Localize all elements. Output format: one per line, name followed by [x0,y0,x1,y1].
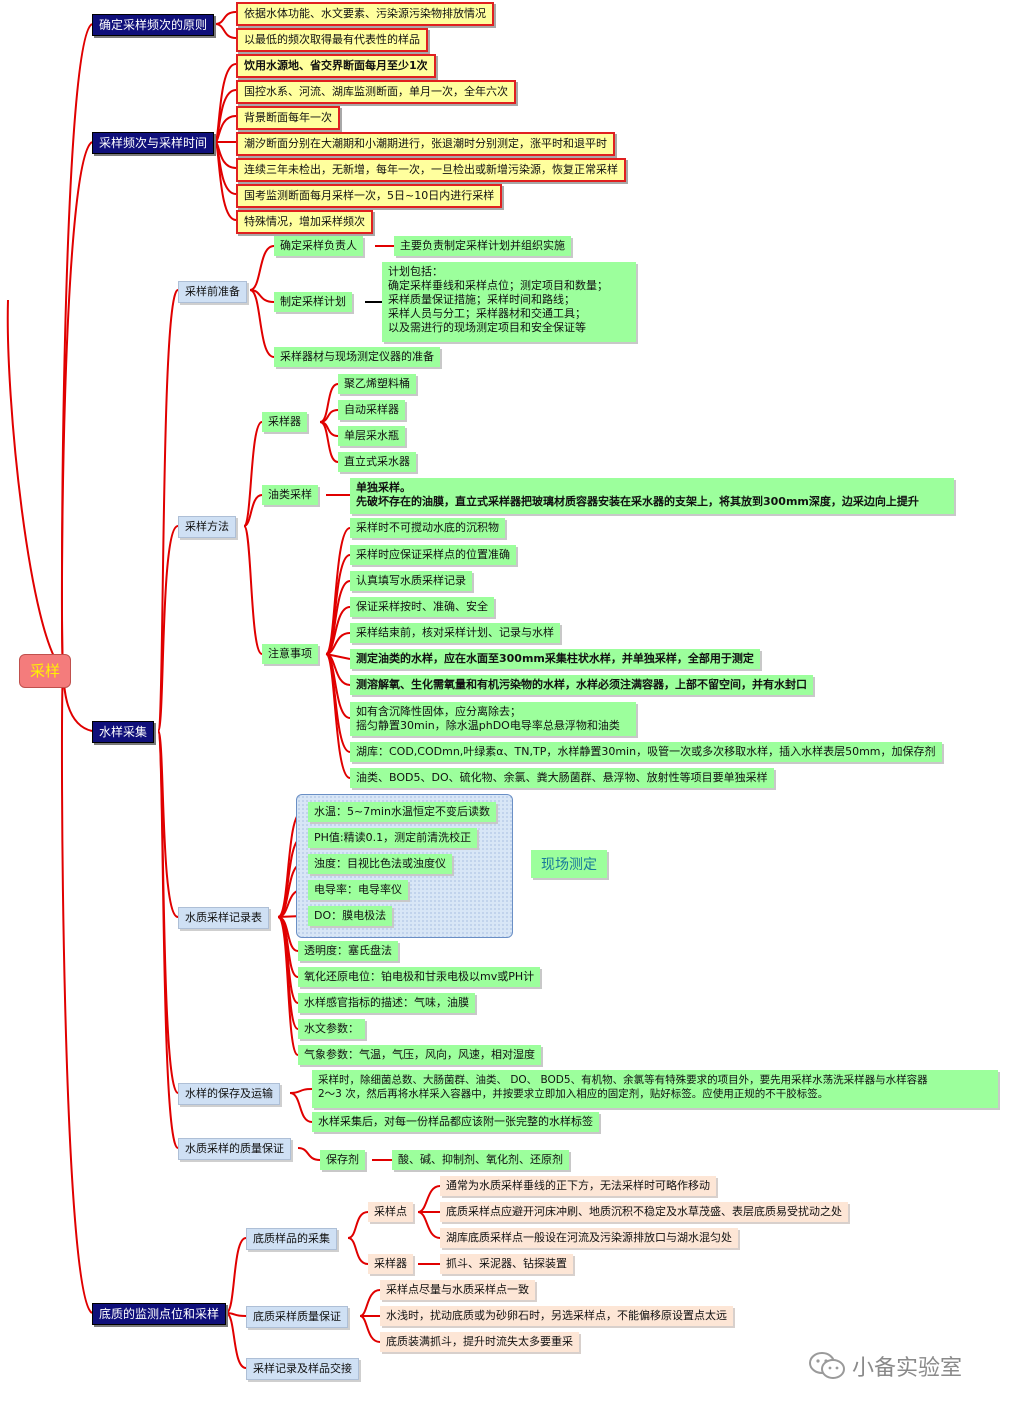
sediment-qa-item-2[interactable]: 水浅时，扰动底质或为砂卵石时，另选采样点，不能偏移原设置点太远 [380,1306,733,1326]
b2-item-3[interactable]: 背景断面每年一次 [236,106,340,130]
field-item-4[interactable]: 电导率：电导率仪 [308,880,408,900]
preservative-node[interactable]: 保存剂 [320,1150,365,1170]
prep-plan-desc[interactable]: 计划包括： 确定采样垂线和采样点位；测定项目和数量； 采样质量保证措施；采样时间… [382,262,636,342]
prep-equipment[interactable]: 采样器材与现场测定仪器的准备 [274,347,440,367]
watermark-text: 小备实验室 [852,1356,963,1381]
method-oil-desc[interactable]: 单独采样。 先破坏存在的油膜，直立式采样器把玻璃材质容器安装在采水器的支架上，将… [350,478,954,514]
storage-node[interactable]: 水样的保存及运输 [178,1083,280,1105]
sediment-tool-desc[interactable]: 抓斗、采泥器、钻探装置 [440,1254,573,1274]
storage-item-1[interactable]: 采样时，除细菌总数、大肠菌群、油类、 DO、 BOD5、有机物、余氯等有特殊要求… [312,1070,998,1108]
b2-item-2[interactable]: 国控水系、河流、湖库监测断面，单月一次，全年六次 [236,80,516,104]
prep-person[interactable]: 确定采样负责人 [274,236,363,256]
note-item-5[interactable]: 采样结束前，核对采样计划、记录与水样 [350,623,560,643]
prep-plan[interactable]: 制定采样计划 [274,292,352,312]
note-item-7[interactable]: 测溶解氧、生化需氧量和有机污染物的水样，水样必须注满容器，上部不留空间，并有水封… [350,675,813,695]
branch-frequency-and-time[interactable]: 采样频次与采样时间 [92,132,215,154]
sampler-item-3[interactable]: 单层采水瓶 [338,426,405,446]
record-item-2[interactable]: 氧化还原电位：铂电极和甘汞电极以mv或PH计 [298,967,541,987]
note-item-4[interactable]: 保证采样按时、准确、安全 [350,597,494,617]
b2-item-5[interactable]: 连续三年未检出，无新增，每年一次，一旦检出或新增污染源，恢复正常采样 [236,158,626,182]
b2-item-7[interactable]: 特殊情况，增加采样频次 [236,210,373,234]
prep-person-desc[interactable]: 主要负责制定采样计划并组织实施 [394,236,571,256]
sediment-qa[interactable]: 底质采样质量保证 [246,1306,348,1328]
b2-item-1[interactable]: 饮用水源地、省交界断面每月至少1次 [236,54,436,78]
sediment-point[interactable]: 采样点 [368,1202,413,1222]
b1-item-2[interactable]: 以最低的频次取得最有代表性的样品 [236,28,428,52]
b1-item-1[interactable]: 依据水体功能、水文要素、污染源污染物排放情况 [236,2,494,26]
prep-node[interactable]: 采样前准备 [178,281,247,303]
sediment-collection[interactable]: 底质样品的采集 [246,1228,337,1250]
record-item-3[interactable]: 水样感官指标的描述：气味，油膜 [298,993,475,1013]
sampler-item-1[interactable]: 聚乙烯塑料桶 [338,374,416,394]
wechat-icon [809,1352,845,1379]
sediment-qa-item-3[interactable]: 底质装满抓斗，提升时流失太多要重采 [380,1332,579,1352]
record-item-4[interactable]: 水文参数： [298,1019,365,1039]
note-item-1[interactable]: 采样时不可搅动水底的沉积物 [350,518,505,538]
sediment-point-item-3[interactable]: 湖库底质采样点一般设在河流及污染源排放口与湖水混匀处 [440,1228,738,1248]
record-node[interactable]: 水质采样记录表 [178,907,269,929]
note-item-3[interactable]: 认真填写水质采样记录 [350,571,472,591]
note-item-10[interactable]: 油类、BOD5、DO、硫化物、余氯、粪大肠菌群、悬浮物、放射性等项目要单独采样 [350,768,774,788]
sediment-tool[interactable]: 采样器 [368,1254,413,1274]
method-sampler[interactable]: 采样器 [262,412,307,432]
root-node[interactable]: 采样 [19,654,72,688]
method-node[interactable]: 采样方法 [178,516,236,538]
sediment-point-item-2[interactable]: 底质采样点应避开河床冲刷、地质沉积不稳定及水草茂盛、表层底质易受扰动之处 [440,1202,848,1222]
field-item-1[interactable]: 水温：5~7min水温恒定不变后读数 [308,802,496,822]
note-item-9[interactable]: 湖库：COD,CODmn,叶绿素α、TN,TP，水样静置30min，吸管一次或多… [350,742,942,762]
method-oil[interactable]: 油类采样 [262,485,318,505]
field-item-3[interactable]: 浊度：目视比色法或浊度仪 [308,854,452,874]
note-item-6[interactable]: 测定油类的水样，应在水面至300mm采集柱状水样，并单独采样，全部用于测定 [350,649,760,669]
b2-item-6[interactable]: 国考监测断面每月采样一次，5日~10日内进行采样 [236,184,503,208]
sediment-point-item-1[interactable]: 通常为水质采样垂线的正下方，无法采样时可略作移动 [440,1176,716,1196]
branch-sediment-monitoring[interactable]: 底质的监测点位和采样 [92,1303,227,1325]
storage-item-2[interactable]: 水样采集后，对每一份样品都应该附一张完整的水样标签 [312,1112,599,1132]
field-measurement-label[interactable]: 现场测定 [531,850,607,878]
preservative-desc[interactable]: 酸、碱、抑制剂、氧化剂、还原剂 [392,1150,569,1170]
field-item-5[interactable]: DO：膜电极法 [308,906,393,926]
branch-sampling-frequency-principle[interactable]: 确定采样频次的原则 [92,14,215,36]
b2-item-4[interactable]: 潮汐断面分别在大潮期和小潮期进行，张退潮时分别测定，涨平时和退平时 [236,132,615,156]
sediment-qa-item-1[interactable]: 采样点尽量与水质采样点一致 [380,1280,535,1300]
field-item-2[interactable]: PH值:精读0.1，测定前清洗校正 [308,828,478,848]
watermark: 小备实验室 [808,1350,962,1382]
record-item-1[interactable]: 透明度：塞氏盘法 [298,941,398,961]
note-item-2[interactable]: 采样时应保证采样点的位置准确 [350,545,516,565]
quality-node[interactable]: 水质采样的质量保证 [178,1138,291,1160]
sediment-handover[interactable]: 采样记录及样品交接 [246,1358,359,1380]
record-item-5[interactable]: 气象参数：气温，气压，风向，风速，相对湿度 [298,1045,541,1065]
branch-water-sampling[interactable]: 水样采集 [92,721,155,743]
sampler-item-4[interactable]: 直立式采水器 [338,452,416,472]
sampler-item-2[interactable]: 自动采样器 [338,400,405,420]
method-notes[interactable]: 注意事项 [262,644,318,664]
note-item-8[interactable]: 如有含沉降性固体，应分离除去； 摇匀静置30min，除水温phDO电导率总悬浮物… [350,702,636,736]
